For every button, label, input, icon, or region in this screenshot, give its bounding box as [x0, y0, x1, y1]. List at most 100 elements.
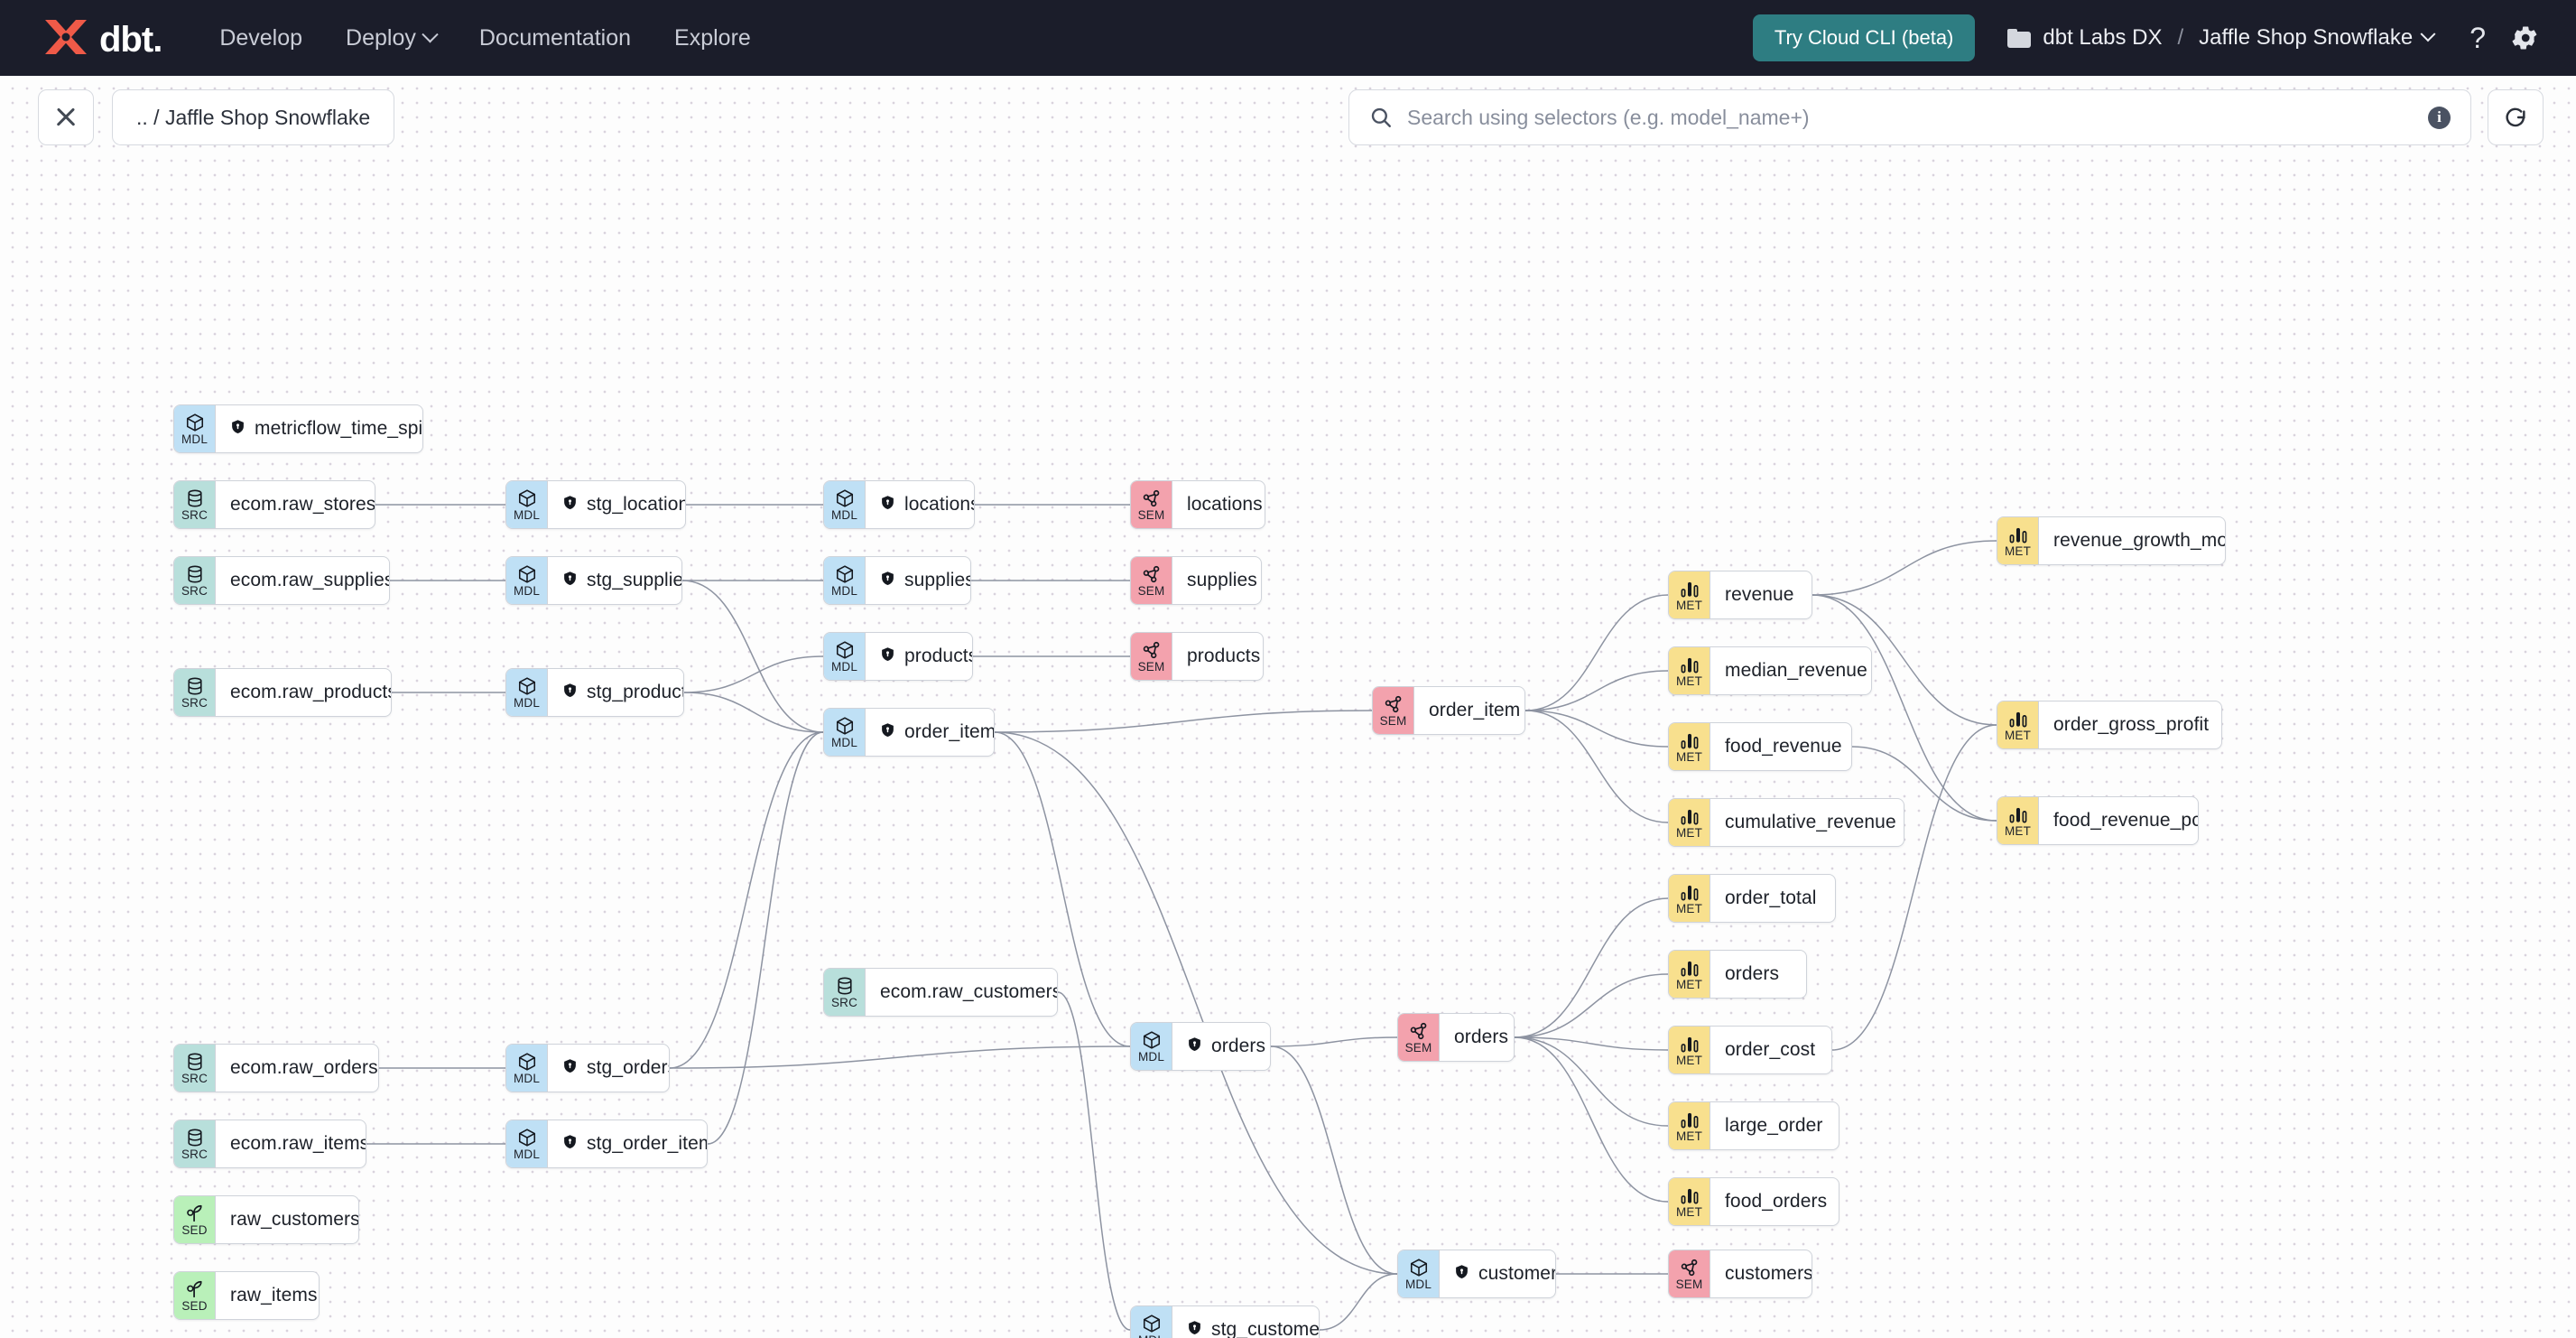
node-label: stg_order_items: [587, 1133, 707, 1154]
node-label-wrap: food_revenue: [1710, 723, 1851, 770]
node-label: products: [1187, 646, 1261, 666]
node-label-wrap: cumulative_revenue: [1710, 799, 1904, 846]
node-label: supplies: [1187, 570, 1257, 590]
graph-node-mdl_supplies[interactable]: MDL supplies: [823, 556, 971, 605]
node-label: products: [904, 646, 973, 666]
sem-icon: [1142, 640, 1162, 660]
gear-icon[interactable]: [2498, 24, 2551, 51]
chevron-down-icon: [2420, 26, 2436, 42]
nav-item-documentation[interactable]: Documentation: [458, 16, 653, 60]
dbt-logo[interactable]: dbt: [42, 16, 162, 60]
search-input[interactable]: [1407, 105, 2414, 130]
shield-icon: [880, 721, 895, 743]
info-icon[interactable]: i: [2428, 106, 2451, 129]
node-type-label: SEM: [1137, 507, 1165, 522]
nav-item-explore[interactable]: Explore: [653, 16, 773, 60]
node-label: ecom.raw_stores: [230, 494, 375, 515]
graph-node-sem_products[interactable]: SEM products: [1130, 632, 1264, 681]
graph-node-ecom_raw_stores[interactable]: SRC ecom.raw_stores: [173, 480, 375, 529]
graph-edge-ecom_raw_customers-to-stg_customers: [1057, 991, 1131, 1331]
graph-edge-sem_orders-to-met_food_orders: [1514, 1036, 1669, 1203]
mdl-icon: [517, 564, 537, 584]
breadcrumb[interactable]: .. / Jaffle Shop Snowflake: [112, 89, 395, 145]
close-button[interactable]: [38, 89, 94, 145]
node-type-label: MDL: [513, 507, 541, 522]
node-type-label: MET: [1675, 1053, 1703, 1067]
account-name[interactable]: dbt Labs DX: [2043, 25, 2163, 50]
mdl-icon: [517, 488, 537, 508]
node-label-wrap: ecom.raw_supplies: [216, 557, 389, 604]
node-type-label: SEM: [1675, 1277, 1703, 1291]
node-type-badge-met: MET: [1669, 875, 1710, 922]
node-label-wrap: food_orders: [1710, 1178, 1839, 1225]
project-selector[interactable]: Jaffle Shop Snowflake: [2199, 25, 2436, 51]
node-type-label: SEM: [1137, 659, 1165, 674]
node-type-badge-met: MET: [1669, 1027, 1710, 1073]
graph-edge-mdl_orders-to-sem_orders: [1270, 1036, 1398, 1047]
nav-item-deploy[interactable]: Deploy: [324, 16, 458, 60]
graph-node-mdl_customers[interactable]: MDLcustomers: [1397, 1250, 1556, 1298]
mdl-icon: [1142, 1314, 1162, 1333]
graph-node-met_food_revenue[interactable]: MET food_revenue: [1668, 722, 1852, 771]
graph-edge-stg_orders-to-mdl_order_items: [669, 731, 824, 1069]
node-type-label: SRC: [181, 507, 208, 522]
graph-node-stg_locations[interactable]: MDL stg_locations: [505, 480, 686, 529]
graph-edge-mdl_orders-to-mdl_customers: [1270, 1045, 1398, 1275]
nav-item-develop[interactable]: Develop: [198, 16, 324, 60]
node-type-badge-mdl: MDL: [824, 557, 866, 604]
refresh-button[interactable]: [2488, 89, 2544, 145]
node-label: stg_locations: [587, 494, 685, 515]
node-type-badge-mdl: MDL: [506, 481, 548, 528]
node-label: customers: [1478, 1263, 1555, 1284]
graph-node-ecom_raw_supplies[interactable]: SRC ecom.raw_supplies: [173, 556, 390, 605]
top-navbar: dbt Develop Deploy Documentation Explore…: [0, 0, 2576, 76]
help-icon[interactable]: ?: [2469, 21, 2486, 54]
node-label-wrap: stg_locations: [548, 481, 685, 528]
node-label: order_gross_profit: [2053, 714, 2210, 735]
met-icon: [2008, 709, 2028, 729]
search-bar[interactable]: i: [1348, 89, 2471, 145]
node-type-label: SRC: [181, 583, 208, 598]
mdl-icon: [835, 640, 855, 660]
node-label: raw_items: [230, 1285, 318, 1305]
node-label: supplies: [904, 570, 971, 590]
node-label: food_revenue_pct: [2053, 810, 2199, 831]
try-cloud-cli-button[interactable]: Try Cloud CLI (beta): [1752, 14, 1976, 61]
node-type-badge-sem: SEM: [1131, 481, 1172, 528]
node-type-label: MET: [1675, 749, 1703, 764]
mdl-icon: [1142, 1030, 1162, 1050]
